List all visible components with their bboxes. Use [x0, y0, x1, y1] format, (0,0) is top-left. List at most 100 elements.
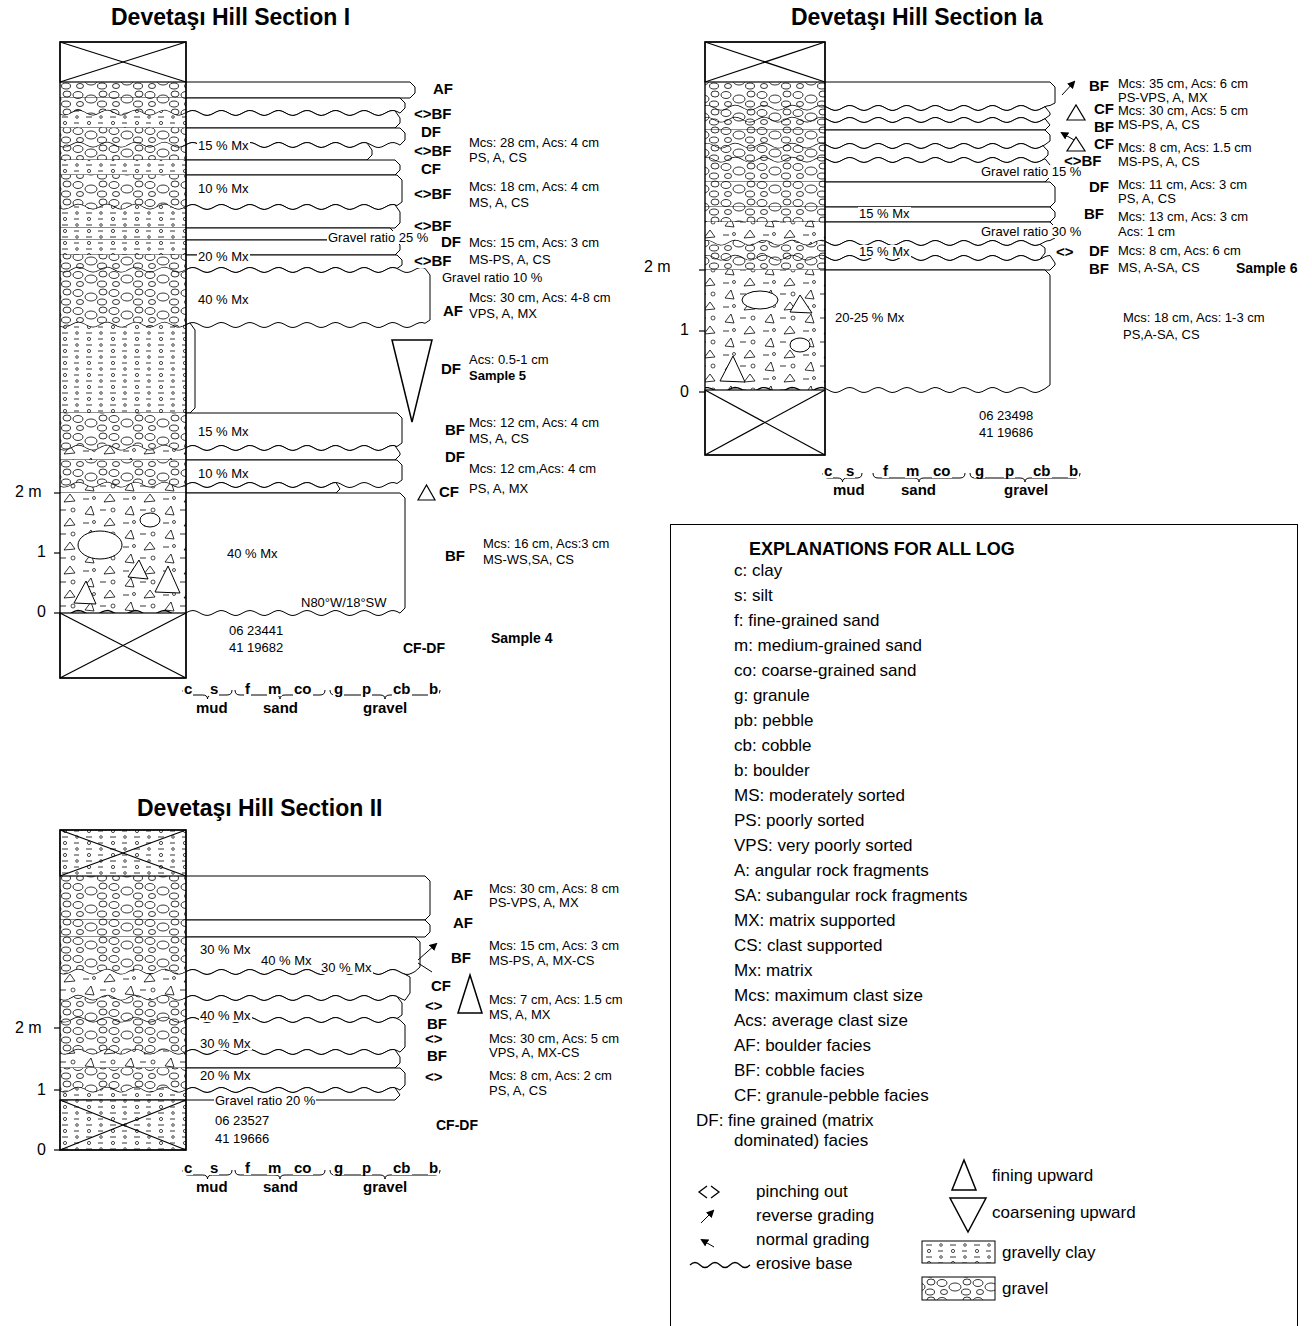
log-label: Mcs: 18 cm, Acs: 1-3 cm [1122, 311, 1266, 324]
log-label: sand [900, 482, 937, 497]
log-label: b [428, 681, 439, 696]
log-label: 30 % Mx [320, 961, 373, 974]
log-label: f [882, 463, 889, 478]
log-label: <> [1055, 244, 1075, 259]
log-label: mud [832, 482, 866, 497]
bed-profile [825, 118, 1050, 131]
bed-fill [60, 268, 186, 328]
log-label: CF [1093, 101, 1115, 116]
log-label: DF [444, 449, 466, 464]
svg-line [701, 1211, 713, 1223]
log-label: Mcs: 16 cm, Acs:3 cm [482, 537, 610, 550]
log-label: N80°W/18°SW [300, 596, 388, 609]
log-label: 40 % Mx [260, 954, 313, 967]
abbreviation-line: Mcs: maximum clast size [734, 986, 923, 1006]
log-label: CF [420, 161, 442, 176]
log-label: co [293, 681, 313, 696]
abbreviation-line: DF: fine grained (matrix dominated) faci… [696, 1111, 949, 1151]
log-label: 2 m [643, 259, 672, 275]
log-label: Mcs: 12 cm, Acs: 4 cm [468, 416, 600, 429]
grain-size-brace [330, 1170, 440, 1179]
log-label: Gravel ratio 25 % [327, 231, 429, 244]
legend-text: gravelly clay [1002, 1244, 1096, 1261]
svg-polygon [74, 581, 96, 604]
bed-profile [186, 876, 430, 920]
scale-tick [54, 612, 60, 613]
bed-profile [186, 483, 340, 494]
log-label: 15 % Mx [858, 207, 911, 220]
log-label: MS, A, CS [468, 432, 530, 445]
svg-polygon [720, 356, 745, 382]
svg-ellipse [140, 513, 160, 527]
log-label: Acs: 0.5-1 cm [468, 353, 549, 366]
bed-profile [825, 182, 1055, 207]
log-label: 2 m [14, 484, 43, 500]
bed-profile [825, 270, 1050, 393]
svg-polygon [128, 560, 148, 579]
bed-profile [186, 446, 400, 461]
log-label: 40 % Mx [199, 1009, 252, 1022]
log-label: CF-DF [402, 641, 446, 655]
svg-line [1062, 133, 1074, 140]
log-label: 06 23527 [214, 1114, 270, 1127]
log-label: DF [440, 234, 462, 249]
log-label: Gravel ratio 15 % [980, 165, 1082, 178]
scale-tick [54, 1027, 60, 1028]
bed-fill [60, 323, 186, 414]
log-label: cb [392, 681, 412, 696]
bed-profile [186, 920, 430, 937]
log-label: Gravel ratio 20 % [214, 1094, 316, 1107]
log-label: p [361, 681, 372, 696]
log-label: Mcs: 30 cm, Acs: 8 cm [488, 882, 620, 895]
bed-fill [60, 483, 186, 494]
bed-profile [186, 493, 405, 616]
log-label: Mcs: 8 cm, Acs: 2 cm [488, 1069, 613, 1082]
abbreviation-line: co: coarse-grained sand [734, 661, 916, 681]
log-label: 2 m [14, 1020, 43, 1036]
log-label: VPS, A, MX [468, 307, 538, 320]
legend-text: coarsening upward [992, 1204, 1136, 1221]
log-label: Mcs: 7 cm, Acs: 1.5 cm [488, 993, 624, 1006]
log-label: 10 % Mx [197, 467, 250, 480]
bed-profile [186, 111, 400, 129]
bed-profile [825, 207, 1055, 222]
log-label: AF [432, 81, 454, 96]
column-outline [60, 42, 186, 678]
log-label: CF-DF [435, 1118, 479, 1132]
legend-text: reverse grading [756, 1207, 874, 1224]
log-label: <>BF [413, 253, 453, 268]
abbreviation-line: g: granule [734, 686, 810, 706]
abbreviation-line: PS: poorly sorted [734, 811, 864, 831]
covered-interval [705, 42, 825, 82]
log-label: BF [1083, 206, 1105, 221]
svg-path [699, 1186, 719, 1198]
abbreviation-line: BF: cobble facies [734, 1061, 864, 1081]
bed-fill [60, 111, 186, 129]
log-label: 10 % Mx [197, 182, 250, 195]
log-label: <> [424, 998, 444, 1013]
log-label: MS-WS,SA, CS [482, 553, 575, 566]
abbreviation-line: MX: matrix supported [734, 911, 896, 931]
bed-profile [186, 175, 402, 210]
svg-rect [922, 1277, 995, 1300]
svg-ellipse [742, 291, 778, 309]
log-label: 06 23441 [228, 624, 284, 637]
log-label: DF [420, 124, 442, 139]
bed-fill [60, 1050, 186, 1069]
log-label: Mcs: 8 cm, Acs: 1.5 cm [1117, 141, 1253, 154]
bed-profile [186, 323, 195, 413]
legend-heading: EXPLANATIONS FOR ALL LOG [749, 539, 1015, 559]
log-label: g [974, 463, 985, 478]
bed-fill [60, 228, 186, 240]
abbreviation-line: Acs: average clast size [734, 1011, 908, 1031]
covered-cross [705, 42, 825, 82]
log-label: 0 [36, 604, 47, 620]
log-label: Mcs: 13 cm, Acs: 3 cm [1117, 210, 1249, 223]
svg-polygon [418, 485, 435, 500]
log-label: co [932, 463, 952, 478]
svg-ellipse [790, 338, 810, 352]
svg-g [74, 82, 1085, 1300]
section-title: Devetaşı Hill Section II [136, 797, 383, 820]
log-label: BF [1093, 119, 1115, 134]
